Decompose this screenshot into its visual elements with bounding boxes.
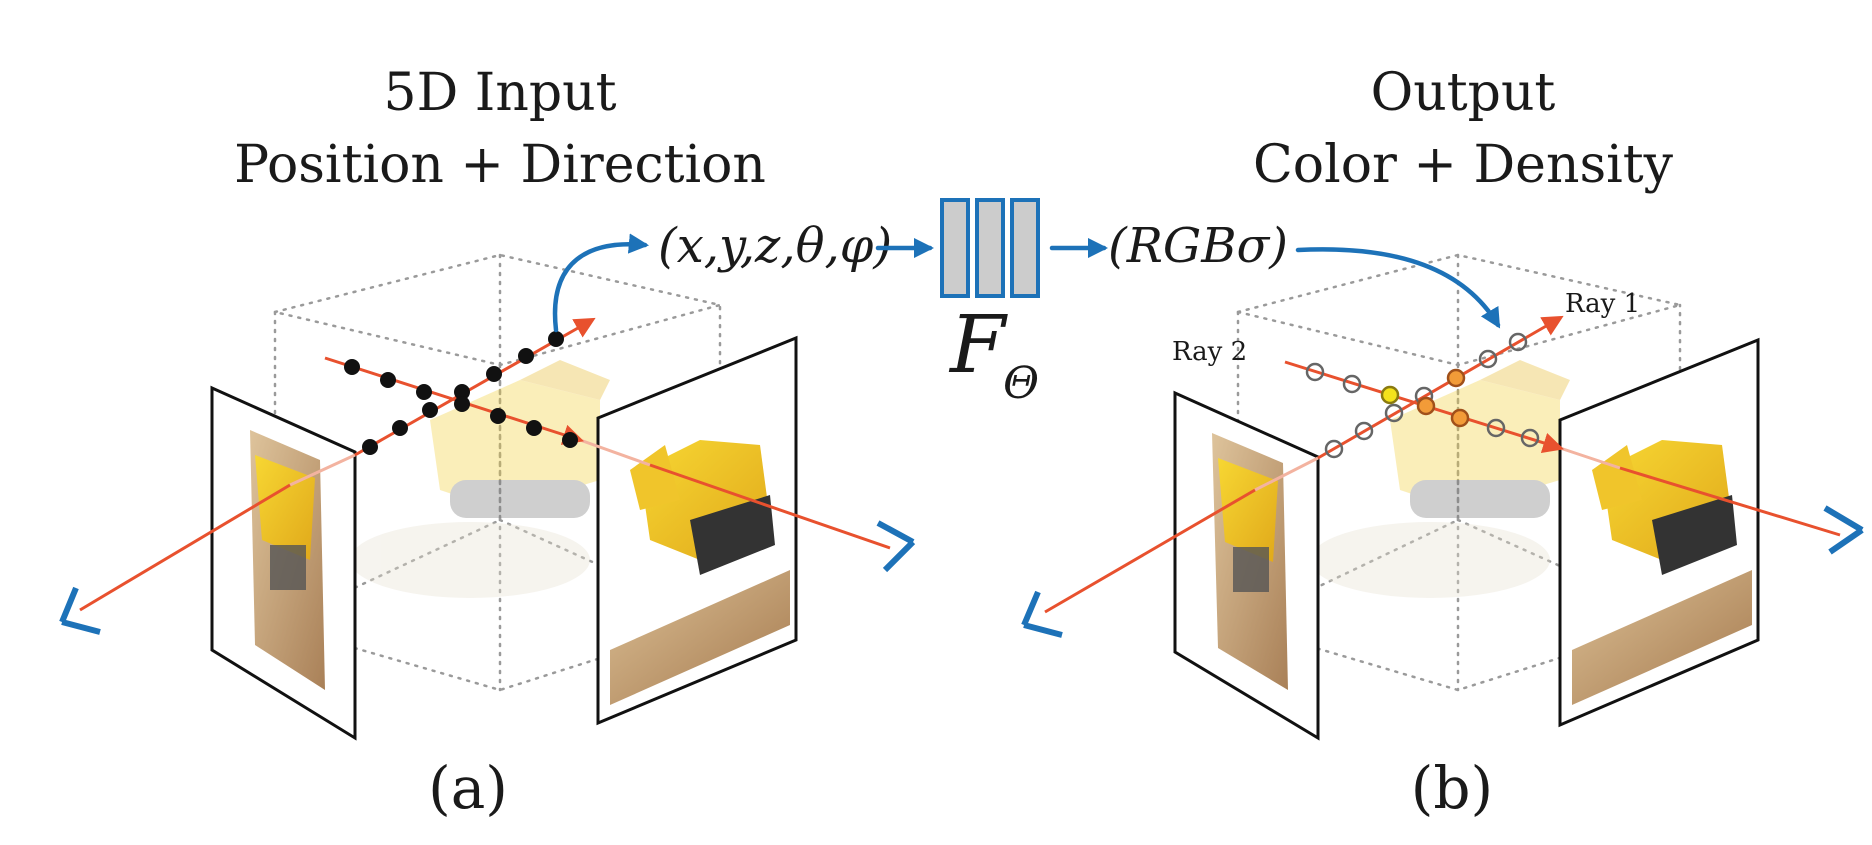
panel-b-label: (b) <box>1411 754 1493 822</box>
ray-1-faint-a <box>289 453 356 487</box>
network: (x,y,z,θ,φ) F Θ (RGBσ) <box>658 198 1288 409</box>
ray-2-label: Ray 2 <box>1172 337 1247 367</box>
sample-points-ray1-a <box>362 331 564 455</box>
image-plane-right-b <box>1558 337 1760 728</box>
sample-points-ray2-a <box>344 359 578 448</box>
scene-ghost-a <box>350 360 610 598</box>
ray-2-a <box>649 463 891 550</box>
network-output: (RGBσ) <box>1108 218 1288 274</box>
panel-a-title-line2: Position + Direction <box>234 135 766 195</box>
network-block <box>940 198 1040 298</box>
sample-points-ray2-b <box>1305 362 1540 448</box>
panel-a: 5D Input Position + Direction <box>59 63 916 822</box>
camera-icon-right-b <box>1823 505 1864 555</box>
image-plane-left-b <box>1173 390 1320 741</box>
camera-icon-left-b <box>1021 590 1063 638</box>
ray-1-b <box>1044 488 1256 614</box>
network-symbol: F <box>948 298 1008 391</box>
panel-a-title-line1: 5D Input <box>383 63 616 123</box>
network-input: (x,y,z,θ,φ) <box>658 218 892 274</box>
ray-1-label: Ray 1 <box>1565 289 1640 319</box>
arrow-from-output <box>1295 247 1501 329</box>
scene-ghost-b <box>1310 360 1570 598</box>
panel-b: Output Color + Density <box>1021 63 1864 822</box>
sample-points-ray1-b <box>1324 332 1528 459</box>
camera-icon-left-a <box>59 586 101 635</box>
ray-2-faint-b <box>1559 446 1621 470</box>
ray-1-faint-b <box>1254 456 1319 492</box>
panel-b-title-line1: Output <box>1371 63 1556 123</box>
panel-b-title-line2: Color + Density <box>1253 135 1674 195</box>
image-plane-left-a <box>210 385 357 741</box>
ray-1-a <box>79 483 291 612</box>
image-plane-right-a <box>596 335 798 726</box>
ray-2-faint-a <box>579 438 651 467</box>
arrow-to-input <box>552 233 650 333</box>
network-subscript: Θ <box>1003 358 1039 409</box>
ray-2-b <box>1619 466 1841 537</box>
camera-icon-right-a <box>876 520 916 573</box>
ray-1-b-inner <box>1317 315 1564 460</box>
panel-a-label: (a) <box>428 754 508 822</box>
